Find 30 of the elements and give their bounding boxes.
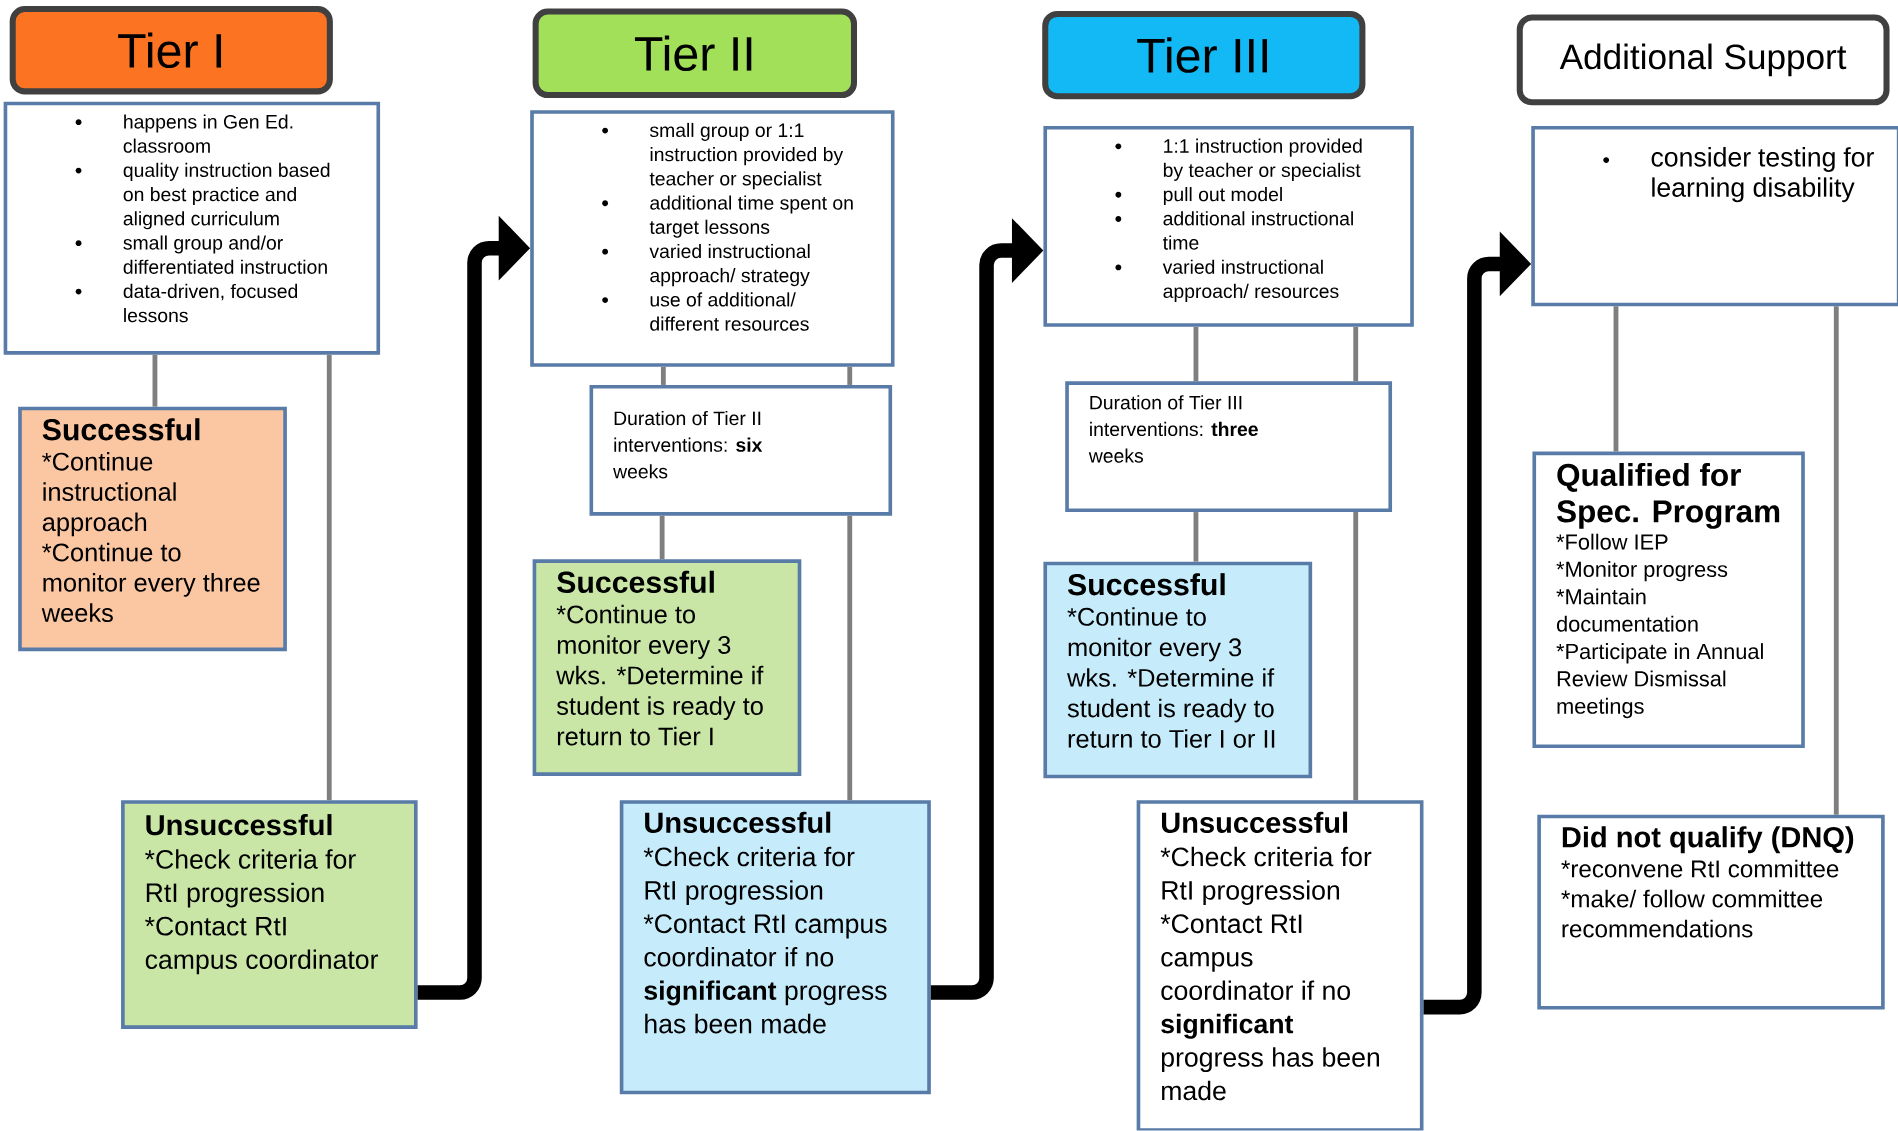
connector-line: [152, 354, 158, 407]
connector-line: [660, 367, 666, 386]
criteria-box: consider testing for learning disability: [1531, 126, 1898, 307]
outcome-box: Successful *Continue instructional approach *Continue to monitor every three weeks: [18, 406, 287, 652]
connector-line: [659, 515, 665, 560]
outcome-box: Did not qualify (DNQ) *reconvene RtI committee *make/ follow committee recommendations: [1537, 814, 1885, 1010]
connector-line: [847, 515, 853, 801]
tier-header: Additional Support: [1516, 14, 1890, 106]
connector-line: [1613, 306, 1619, 452]
duration-box: Duration of Tier II interventions: six weeks: [589, 385, 893, 516]
connector-line: [847, 367, 853, 386]
duration-box: Duration of Tier III interventions: three weeks: [1065, 381, 1393, 513]
outcome-box: Qualified for Spec. Program *Follow IEP *Monitor progress *Maintain documentation *Participate in Annual Review Dismissal meetings: [1532, 451, 1805, 749]
outcome-box: Unsuccessful *Check criteria for RtI progression *Contact RtI campus coordinator if no significant progress has been made: [1136, 800, 1424, 1131]
criteria-box: 1:1 instruction provided by teacher or specialist pull out model additional instructional time varied instructional approach/ resources: [1043, 126, 1414, 328]
connector-line: [1833, 306, 1839, 815]
outcome-box: Unsuccessful *Check criteria for RtI progression *Contact RtI campus coordinator: [121, 800, 418, 1030]
outcome-box: Successful *Continue to monitor every 3 wks. *Determine if student is ready to return to Tier I or II: [1043, 561, 1313, 779]
connector-line: [1193, 512, 1199, 562]
tier-header: Tier I: [9, 6, 333, 95]
connector-line: [1193, 327, 1199, 382]
connector-line: [1353, 327, 1359, 382]
criteria-box: small group or 1:1 instruction provided by teacher or specialist additional time spent on target lessons varied instructional approach/ strategy use of additional/ different resources: [530, 110, 895, 367]
outcome-box: Successful *Continue to monitor every 3 wks. *Determine if student is ready to return to Tier I: [532, 559, 802, 777]
outcome-box: Unsuccessful *Check criteria for RtI progression *Contact RtI campus coordinator if no significant progress has been made: [619, 800, 931, 1095]
connector-line: [1353, 512, 1359, 801]
connector-line: [326, 354, 332, 801]
criteria-box: happens in Gen Ed. classroom quality instruction based on best practice and aligned curriculum small group and/or differentiated instruction data-driven, focused lessons: [3, 101, 381, 355]
tier-header: Tier III: [1042, 11, 1366, 100]
tier-header: Tier II: [532, 8, 857, 99]
